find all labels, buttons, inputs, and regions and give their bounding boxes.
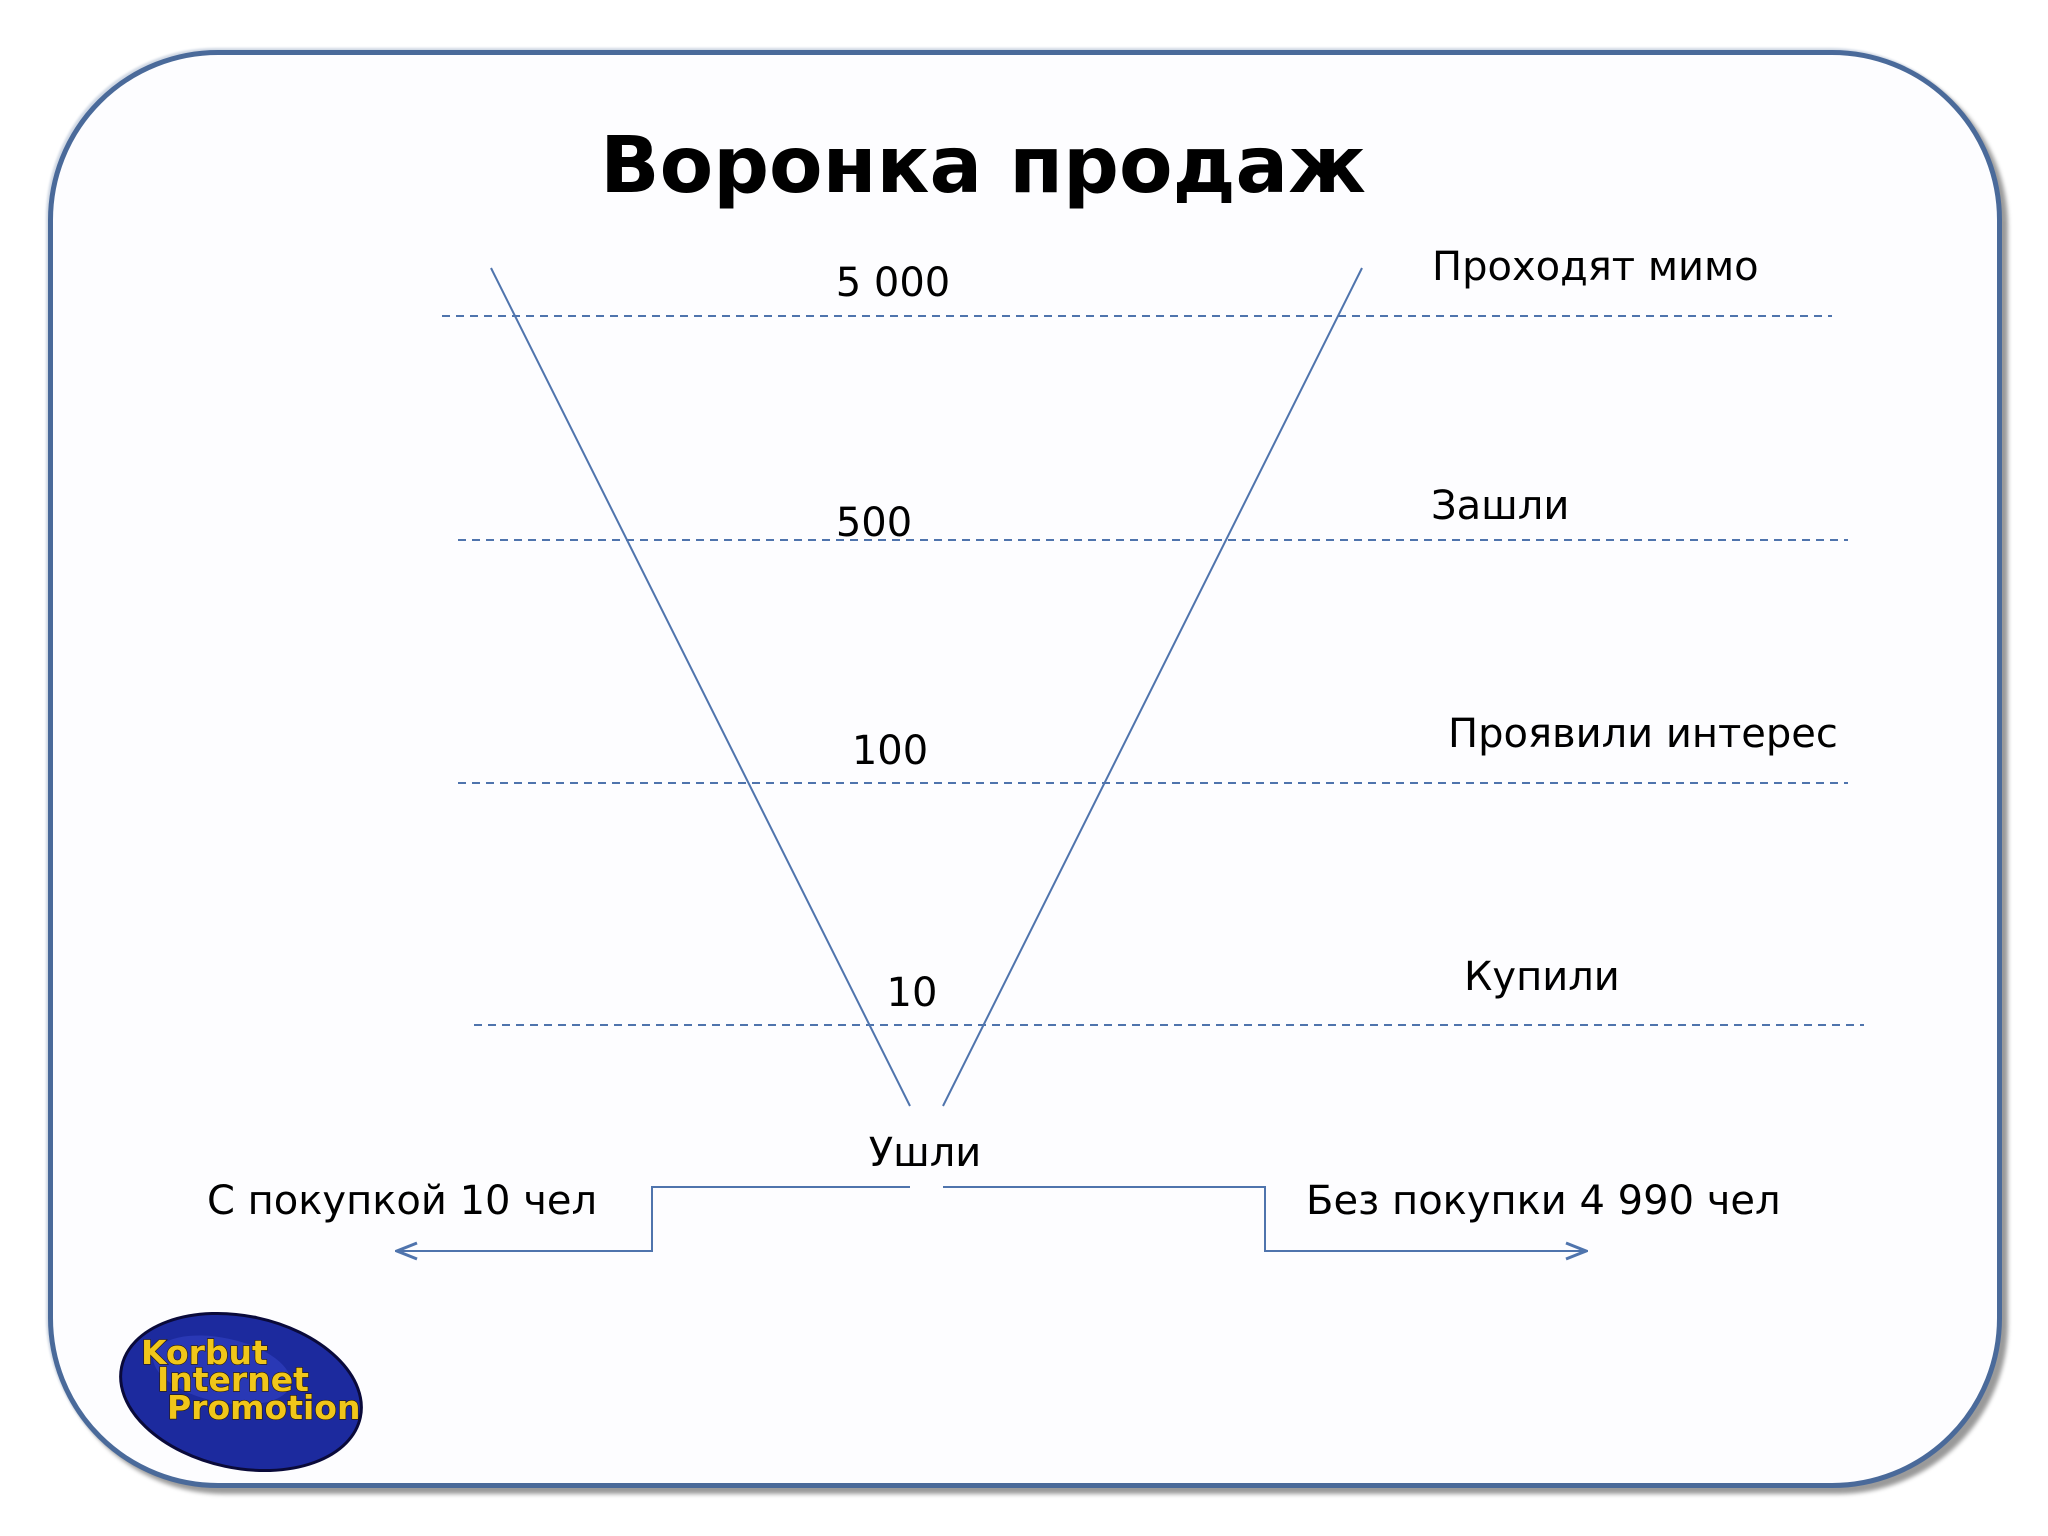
- slide-frame: [48, 50, 2002, 1488]
- funnel-right-side: [942, 267, 1363, 1107]
- right-exit-arrow: [943, 1186, 1586, 1251]
- exit-right-label: Без покупки 4 990 чел: [1306, 1178, 1781, 1224]
- stage-value-4: 10: [887, 970, 938, 1016]
- stage-label-3: Проявили интерес: [1448, 711, 1838, 757]
- stage-value-1: 5 000: [836, 260, 951, 306]
- left-exit-arrow: [397, 1186, 910, 1251]
- stage-label-1: Проходят мимо: [1432, 244, 1759, 290]
- page-title: Воронка продаж: [600, 121, 1366, 211]
- stage-label-4: Купили: [1464, 954, 1620, 1000]
- funnel-left-side: [490, 267, 911, 1107]
- logo-text-line2: Internet: [157, 1360, 309, 1399]
- exit-left-label: С покупкой 10 чел: [207, 1178, 597, 1224]
- stage-label-2: Зашли: [1431, 483, 1569, 529]
- korbut-logo: Korbut Internet Promotion: [119, 1311, 363, 1473]
- logo-text-line3: Promotion: [167, 1388, 360, 1427]
- stage-value-3: 100: [852, 728, 928, 774]
- exit-label: Ушли: [869, 1130, 982, 1176]
- logo-text-line1: Korbut: [141, 1333, 268, 1372]
- stage-value-2: 500: [836, 500, 912, 546]
